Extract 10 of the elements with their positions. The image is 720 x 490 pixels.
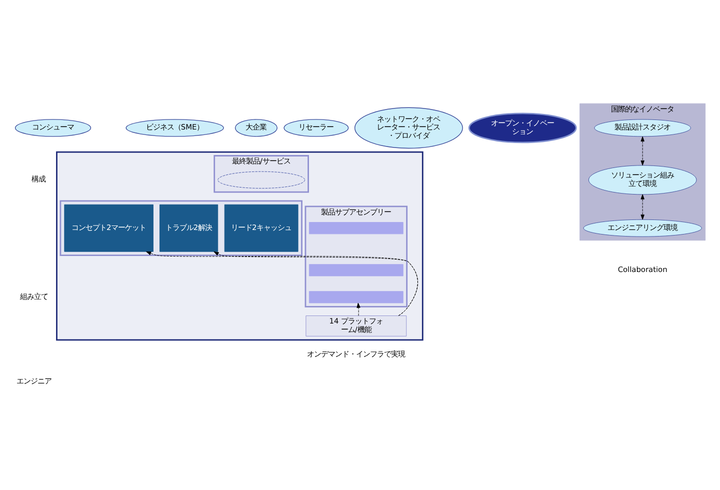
arrow — [356, 302, 360, 316]
arrow — [640, 194, 644, 220]
node-bar — [308, 264, 404, 276]
arrow — [214, 251, 418, 316]
node-bar — [308, 222, 404, 234]
arrow — [146, 251, 418, 316]
cluster — [56, 151, 424, 341]
arrow — [640, 136, 644, 166]
node-ellipse — [218, 171, 306, 189]
node-bar — [308, 291, 404, 304]
